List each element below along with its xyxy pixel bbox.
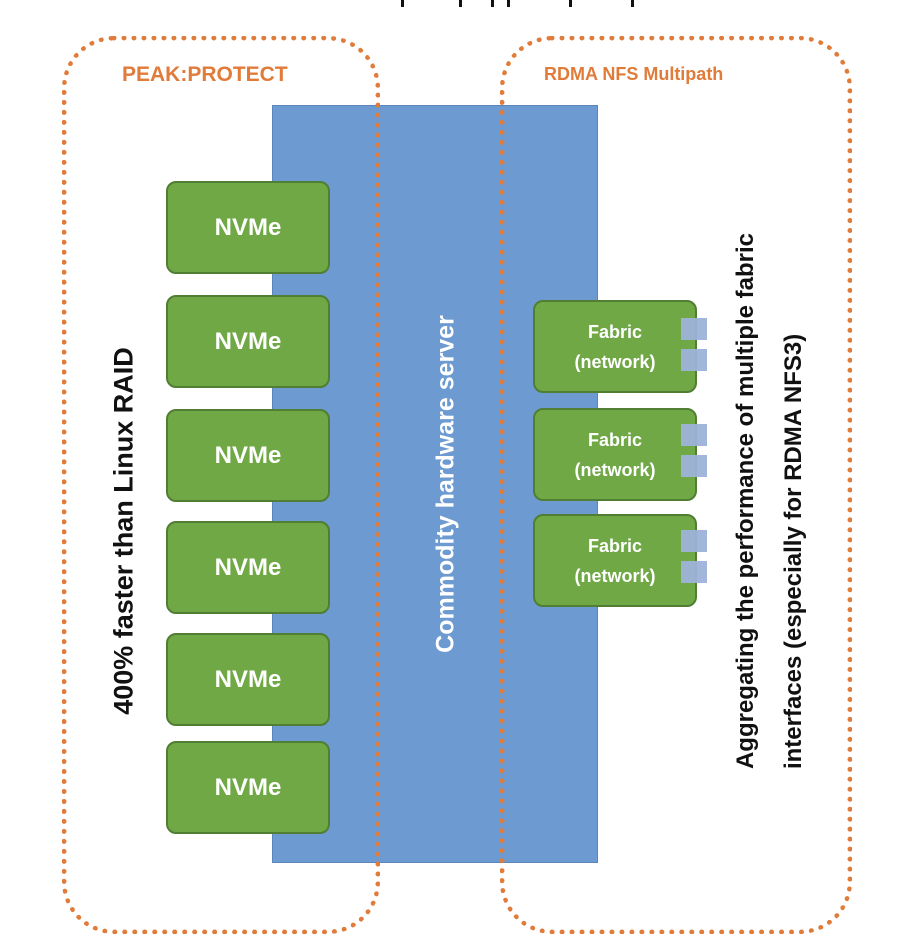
fabric-port: [681, 455, 707, 477]
fabric-sublabel: (network): [574, 351, 656, 372]
nvme-drive-4: NVMe: [166, 521, 330, 614]
rdma-nfs-multipath-group: [500, 36, 852, 934]
fabric-port: [681, 349, 707, 371]
peak-protect-title: PEAK:PROTECT: [122, 63, 288, 86]
fabric-port: [681, 424, 707, 446]
rdma-nfs-multipath-title: RDMA NFS Multipath: [544, 64, 724, 84]
fabric-sublabel: (network): [574, 565, 656, 586]
clipped-top-decoration: [395, 0, 655, 8]
multipath-annotation-line2: interfaces (especially for RDMA NFS3): [780, 333, 807, 770]
fabric-port: [681, 530, 707, 552]
peak-protect-group: [62, 36, 380, 934]
fabric-interface-3: Fabric (network): [533, 514, 697, 607]
nvme-drive-6: NVMe: [166, 741, 330, 834]
nvme-drive-3: NVMe: [166, 409, 330, 502]
raid-performance-annotation: 400% faster than Linux RAID: [108, 347, 139, 715]
fabric-port: [681, 318, 707, 340]
fabric-interface-2: Fabric (network): [533, 408, 697, 501]
fabric-port: [681, 561, 707, 583]
fabric-label: Fabric: [587, 321, 643, 342]
server-label: Commodity hardware server: [431, 315, 460, 653]
fabric-label: Fabric: [587, 535, 643, 556]
nvme-drive-1: NVMe: [166, 181, 330, 274]
fabric-sublabel: (network): [574, 459, 656, 480]
nvme-drive-5: NVMe: [166, 633, 330, 726]
fabric-label: Fabric: [587, 429, 643, 450]
multipath-annotation-line1: Aggregating the performance of multiple …: [732, 232, 759, 770]
fabric-interface-1: Fabric (network): [533, 300, 697, 393]
multipath-annotation: Aggregating the performance of multiple …: [722, 233, 818, 769]
nvme-drive-2: NVMe: [166, 295, 330, 388]
